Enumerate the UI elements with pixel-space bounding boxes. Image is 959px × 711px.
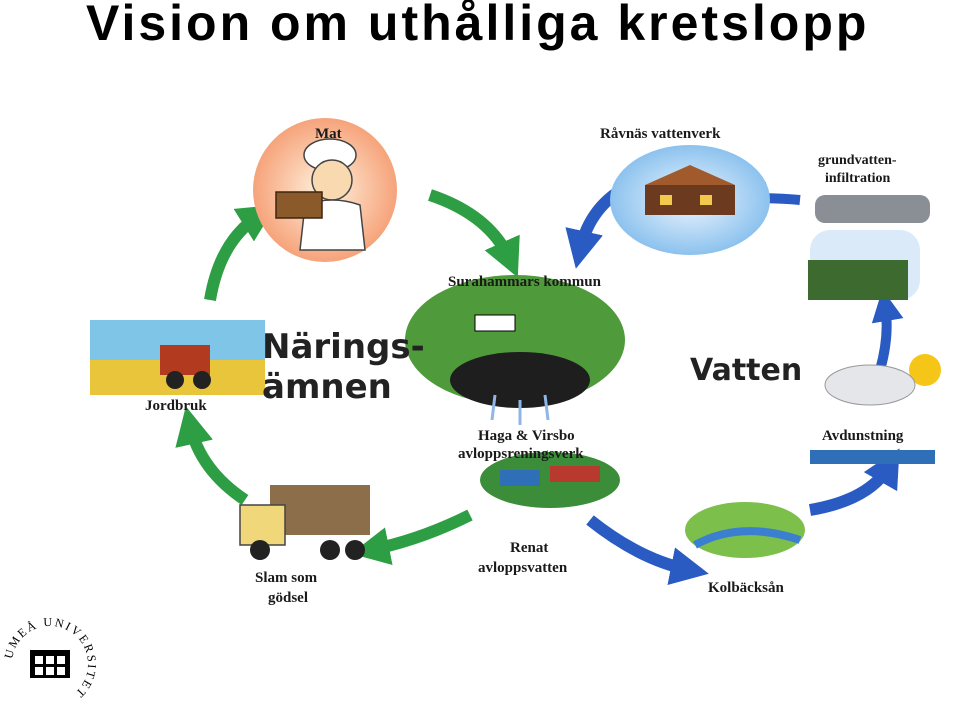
label-grundvatten-1: grundvatten- <box>818 153 897 168</box>
infiltration-illustration <box>808 195 930 300</box>
arrow-truck-to-jordbruk <box>175 406 249 505</box>
treatment-plant-illustration <box>480 452 620 508</box>
arrow-renat-to-truck <box>351 509 473 566</box>
label-kolback: Kolbäcksån <box>708 580 784 596</box>
arrow-jordbruk-to-mat <box>204 204 277 302</box>
label-avdunstning: Avdunstning <box>822 428 904 444</box>
label-mat: Mat <box>315 126 342 142</box>
town-illustration <box>405 275 625 425</box>
arrow-mat-to-kommun <box>428 189 520 278</box>
arrow-verk-to-kolback <box>586 515 709 586</box>
waterworks-illustration <box>610 145 770 255</box>
label-ravnas: Råvnäs vattenverk <box>600 126 721 142</box>
label-slam-1: Slam som <box>255 570 318 586</box>
label-haga-1: Haga & Virsbo <box>478 428 575 444</box>
evaporation-illustration <box>810 354 941 464</box>
label-slam-2: gödsel <box>268 590 309 606</box>
arrow-kolback-to-avdunstning <box>808 448 900 516</box>
label-naring-1: Närings- <box>262 327 425 367</box>
chef-illustration <box>253 118 397 262</box>
label-jordbruk: Jordbruk <box>145 398 207 414</box>
page-title: Vision om uthålliga kretslopp <box>86 0 870 51</box>
arrow-avdunstning-to-infiltration <box>871 289 904 372</box>
label-renat-1: Renat <box>510 540 549 556</box>
label-haga-2: avloppsreningsverk <box>458 446 584 462</box>
farm-illustration <box>90 320 265 395</box>
river-illustration <box>685 502 805 558</box>
umea-university-logo: UMEÅ UNIVERSITET <box>1 615 97 702</box>
label-vatten: Vatten <box>690 353 803 388</box>
label-renat-2: avloppsvatten <box>478 560 568 576</box>
truck-illustration <box>239 485 370 560</box>
diagram-artwork <box>90 118 941 586</box>
label-kommun: Surahammars kommun <box>448 274 601 290</box>
label-grundvatten-2: infiltration <box>825 171 891 186</box>
cycle-diagram: Mat Råvnäs vattenverk grundvatten- infil… <box>80 110 950 610</box>
label-naring-2: ämnen <box>262 367 392 407</box>
